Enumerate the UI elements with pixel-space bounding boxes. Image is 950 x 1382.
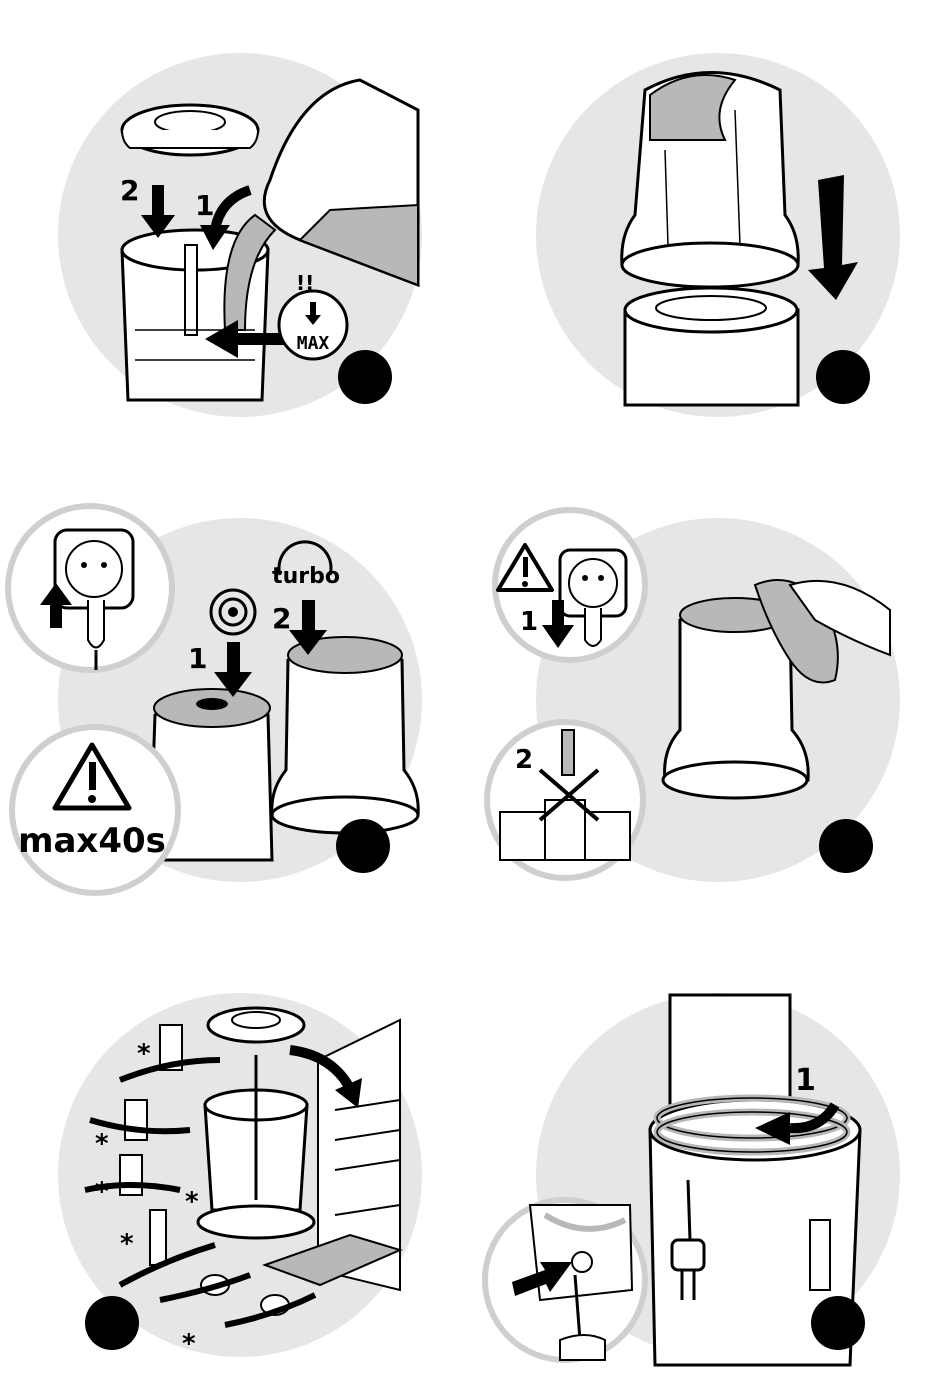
step-label-turbo: 2 (272, 602, 291, 635)
asterisk-label: * (95, 1177, 109, 1207)
step-label-no-water: 2 (515, 745, 533, 775)
panel-operate: max40s turbo 1 2 (8, 506, 422, 893)
lid-icon (122, 105, 258, 155)
turbo-label: turbo (272, 564, 340, 589)
panel-place-motor (536, 53, 900, 417)
panel-clean-motor: 1 2 (487, 510, 900, 882)
motor-unit-icon (272, 637, 418, 833)
step-badge (811, 1296, 865, 1350)
panel-cord-storage: 1 (485, 993, 900, 1365)
step-badge (819, 819, 873, 873)
panel-fill-and-close: 2 1 !! MAX (58, 53, 422, 417)
step-label-pour: 1 (195, 189, 214, 222)
step-badge (336, 819, 390, 873)
motor-unit-icon (622, 73, 798, 288)
panel-dishwasher: * * * * * * (58, 993, 422, 1359)
step-badge (85, 1296, 139, 1350)
step-label-unplug: 1 (520, 607, 538, 637)
step-label-wrap: 1 (795, 1063, 816, 1098)
lid-icon (208, 1008, 304, 1042)
asterisk-label: * (182, 1329, 196, 1359)
asterisk-label: * (185, 1187, 199, 1217)
step-badge (338, 350, 392, 404)
asterisk-label: * (137, 1039, 151, 1069)
bowl-icon (625, 288, 798, 405)
max-label: MAX (297, 333, 330, 354)
step-label-normal: 1 (188, 642, 207, 675)
asterisk-label: * (120, 1229, 134, 1259)
step-badge (816, 350, 870, 404)
step-label-lid: 2 (120, 174, 139, 207)
asterisk-label: * (95, 1129, 109, 1159)
max-time-label: max40s (18, 821, 166, 861)
